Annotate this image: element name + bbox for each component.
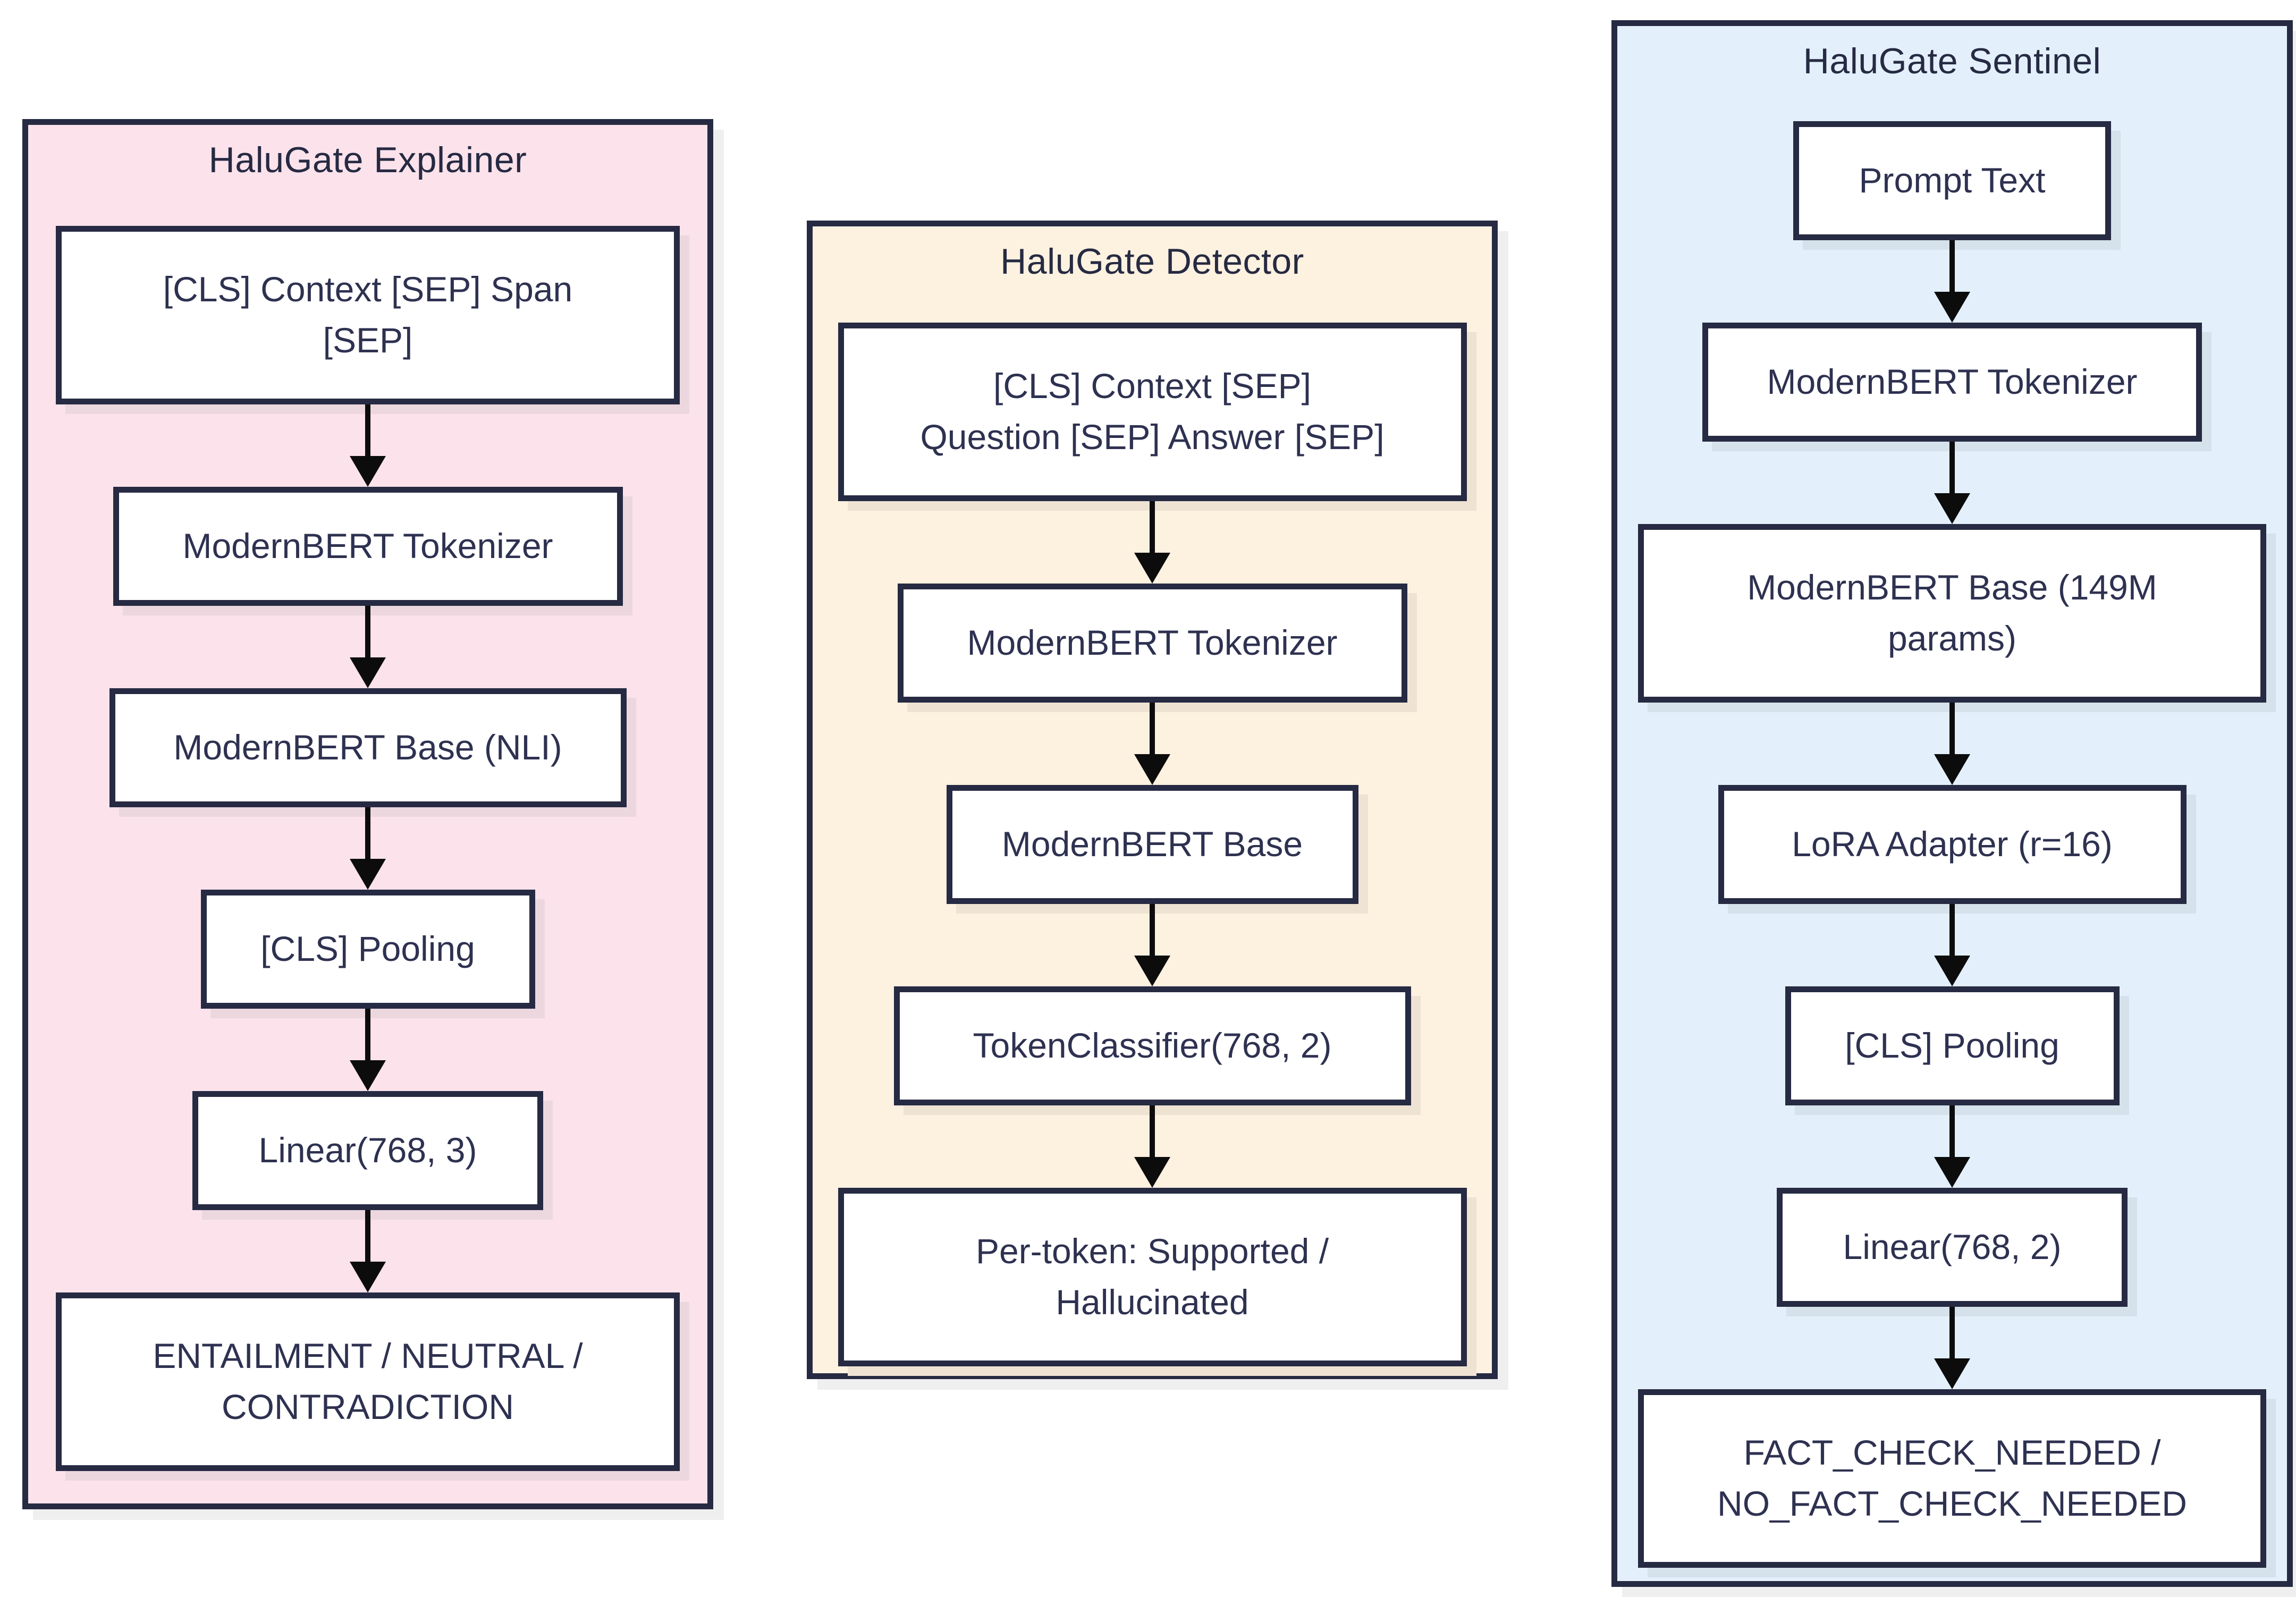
panel-halugate-explainer: HaluGate Explainer [CLS] Context [SEP] S… (22, 119, 713, 1509)
arrow-down-icon (1934, 1307, 1970, 1389)
node-cls-pooling-sentinel: [CLS] Pooling (1785, 986, 2120, 1105)
node-label: ModernBERT Tokenizer (967, 623, 1338, 663)
node-prompt-text: Prompt Text (1793, 121, 2111, 240)
arrow-down-icon (1134, 904, 1170, 986)
arrow-down-icon (1134, 1105, 1170, 1188)
arrow-down-icon (1934, 442, 1970, 524)
node-lora-adapter-r16: LoRA Adapter (r=16) (1718, 785, 2187, 904)
node-modernbert-base-149m-params: ModernBERT Base (149M params) (1638, 524, 2266, 703)
node-label: LoRA Adapter (r=16) (1792, 824, 2113, 864)
arrow-down-icon (1934, 1105, 1970, 1188)
arrow-down-icon (1934, 904, 1970, 986)
panel-halugate-sentinel: HaluGate Sentinel Prompt Text ModernBERT… (1611, 20, 2293, 1587)
node-label: FACT_CHECK_NEEDED / NO_FACT_CHECK_NEEDED (1717, 1433, 2187, 1523)
node-label: ModernBERT Tokenizer (1767, 362, 2138, 402)
explainer-flow: [CLS] Context [SEP] Span [SEP] ModernBER… (28, 226, 707, 1471)
node-label: [CLS] Context [SEP] Question [SEP] Answe… (920, 366, 1385, 457)
panel-title-sentinel: HaluGate Sentinel (1803, 41, 2101, 81)
node-cls-context-question-answer: [CLS] Context [SEP] Question [SEP] Answe… (838, 323, 1467, 501)
arrow-down-icon (350, 1210, 386, 1292)
node-modernbert-base: ModernBERT Base (946, 785, 1358, 904)
node-entailment-neutral-contradiction: ENTAILMENT / NEUTRAL / CONTRADICTION (56, 1292, 680, 1471)
node-linear-768-2: Linear(768, 2) (1777, 1188, 2128, 1307)
panel-title-explainer: HaluGate Explainer (208, 140, 527, 180)
node-label: [CLS] Pooling (1845, 1026, 2059, 1066)
panel-halugate-detector: HaluGate Detector [CLS] Context [SEP] Qu… (807, 221, 1498, 1379)
node-modernbert-tokenizer-sentinel: ModernBERT Tokenizer (1702, 323, 2202, 442)
arrow-down-icon (350, 404, 386, 487)
node-label: Linear(768, 3) (258, 1130, 477, 1170)
node-cls-context-sep-span-sep: [CLS] Context [SEP] Span [SEP] (56, 226, 680, 404)
node-modernbert-tokenizer-detector: ModernBERT Tokenizer (897, 584, 1407, 703)
node-label: Per-token: Supported / Hallucinated (975, 1231, 1329, 1322)
node-label: Prompt Text (1859, 160, 2046, 200)
panel-title-detector: HaluGate Detector (1000, 241, 1304, 282)
node-linear-768-3: Linear(768, 3) (192, 1091, 543, 1210)
node-label: Linear(768, 2) (1843, 1227, 2062, 1267)
node-label: ModernBERT Tokenizer (182, 526, 553, 566)
arrow-down-icon (1934, 703, 1970, 785)
node-fact-check-needed: FACT_CHECK_NEEDED / NO_FACT_CHECK_NEEDED (1638, 1389, 2266, 1568)
node-tokenclassifier-768-2: TokenClassifier(768, 2) (893, 986, 1411, 1105)
node-cls-pooling-explainer: [CLS] Pooling (200, 890, 535, 1009)
arrow-down-icon (1934, 240, 1970, 323)
node-label: ModernBERT Base (NLI) (173, 728, 562, 767)
node-per-token-supported-hallucinated: Per-token: Supported / Hallucinated (838, 1188, 1467, 1366)
node-label: ModernBERT Base (149M params) (1747, 568, 2157, 658)
sentinel-flow: Prompt Text ModernBERT Tokenizer ModernB… (1617, 121, 2287, 1568)
arrow-down-icon (350, 1009, 386, 1091)
node-label: TokenClassifier(768, 2) (973, 1026, 1332, 1066)
detector-flow: [CLS] Context [SEP] Question [SEP] Answe… (813, 323, 1492, 1366)
node-modernbert-tokenizer-explainer: ModernBERT Tokenizer (113, 487, 623, 606)
arrow-down-icon (1134, 703, 1170, 785)
arrow-down-icon (350, 606, 386, 688)
node-label: [CLS] Pooling (260, 929, 475, 969)
arrow-down-icon (350, 807, 386, 890)
node-modernbert-base-nli: ModernBERT Base (NLI) (109, 688, 627, 807)
arrow-down-icon (1134, 501, 1170, 584)
node-label: [CLS] Context [SEP] Span [SEP] (163, 269, 573, 360)
node-label: ENTAILMENT / NEUTRAL / CONTRADICTION (153, 1336, 583, 1426)
node-label: ModernBERT Base (1001, 824, 1303, 864)
